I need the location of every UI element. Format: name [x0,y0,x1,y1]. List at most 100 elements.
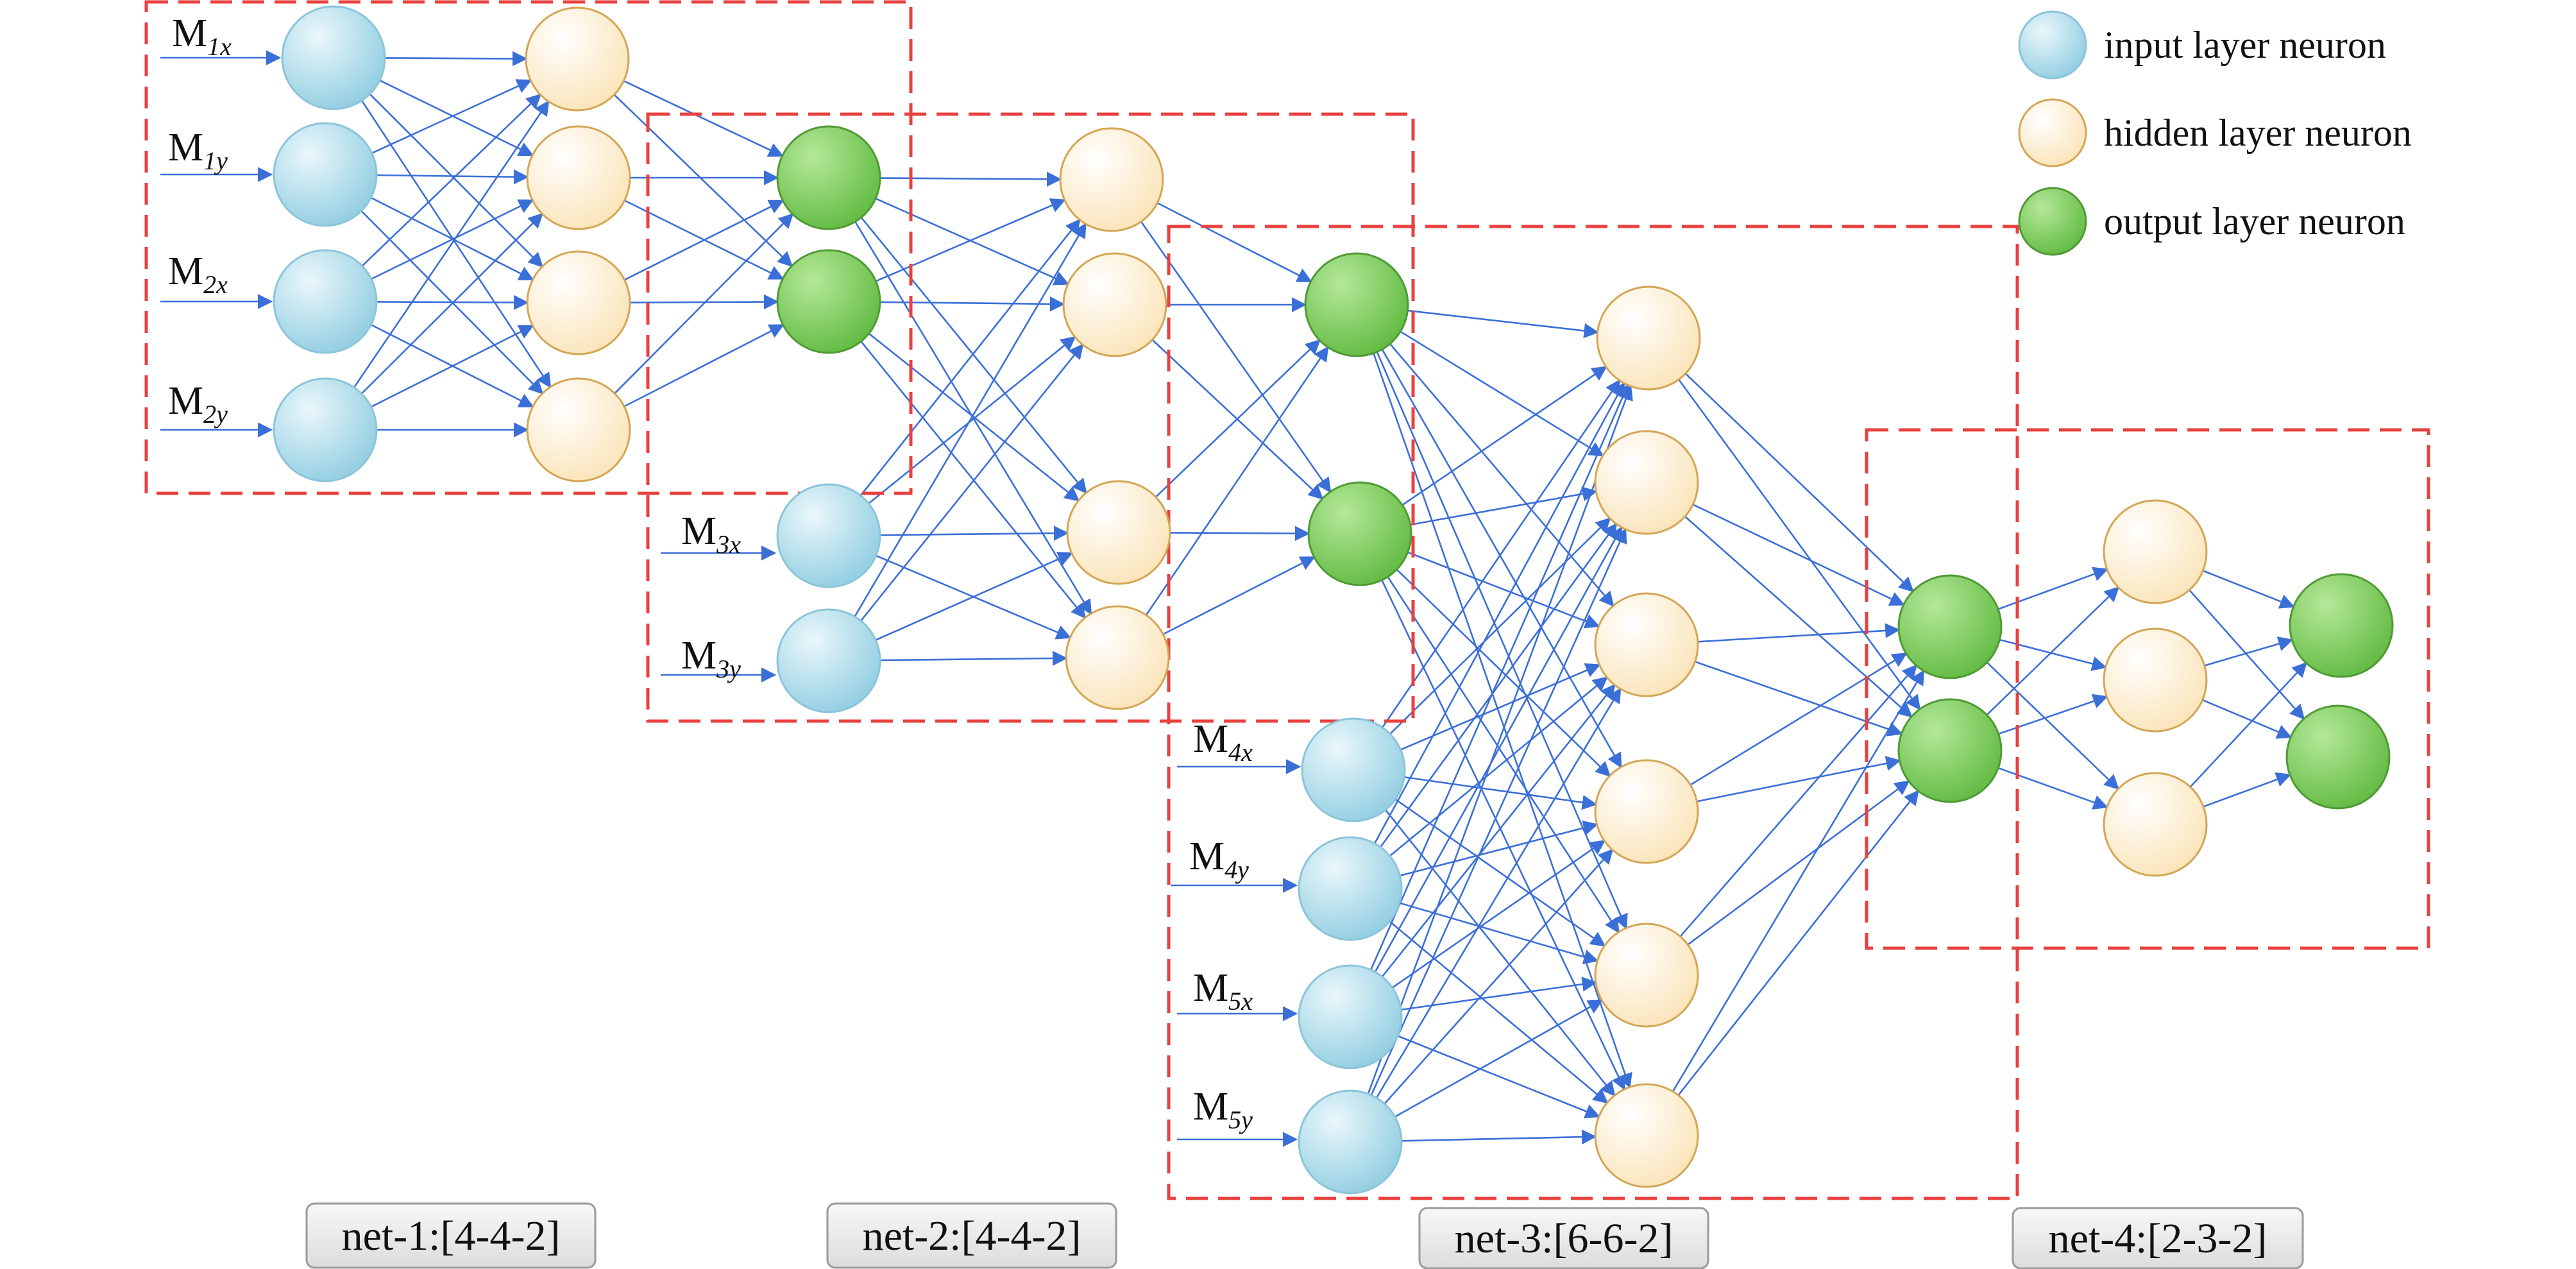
edge-net4-in-hidden [1999,638,2107,671]
edge-net1-in-hidden [376,169,529,185]
net3-hidden-neuron-3 [1594,592,1699,697]
edge-net2-hidden-out [1162,556,1316,635]
net2-output-neuron-2 [1307,481,1412,586]
neurons [273,5,2394,1195]
edge-net4-in-hidden [1997,767,2108,810]
net1-hidden-neuron-1 [525,6,630,112]
net-3-label-text: net-3:[6-6-2] [1455,1215,1674,1262]
net2-hidden-neuron-3 [1066,480,1171,585]
net-2-label: net-2:[4-4-2] [826,1202,1117,1269]
input-label-m5x: M5x [1193,966,1253,1016]
net1-output-neuron-1 [776,125,881,230]
net2-hidden-neuron-1 [1059,127,1164,232]
net1-input-neuron-2 [273,122,378,227]
edge-net3-in-hidden [1370,527,1627,1096]
input-label-m1x: M1x [172,12,232,61]
edge-net4-in-hidden [1998,694,2108,735]
edge-net3-in-hidden [1369,384,1630,971]
net-1-label: net-1:[4-4-2] [305,1202,597,1269]
edge-net1-hidden-out [623,324,784,407]
edge-net3-in-hidden [1407,551,1600,629]
edge-net4-in-hidden [1986,586,2120,716]
edge-net3-in-hidden [1389,676,1609,857]
edge-net4-hidden-out [2189,589,2305,720]
net2-input-neuron-2 [776,608,881,713]
edge-net3-in-hidden [1375,687,1622,1098]
net1-input-neuron-4 [273,377,378,482]
net3-input-neuron-4 [1298,1089,1403,1195]
net-4-label: net-4:[2-3-2] [2012,1207,2304,1269]
edge-net3-hidden-out [1677,789,1919,1096]
edge-net1-in-hidden [360,212,543,395]
net2-hidden-neuron-2 [1062,252,1167,357]
net-3-box [1167,225,2019,1200]
edge-net3-hidden-out [1678,379,1921,711]
edge-net2-in-hidden [879,525,1069,541]
edge-net1-in-hidden [353,100,550,388]
edge-net3-in-hidden [1384,848,1614,1105]
edge-net3-hidden-out [1695,661,1903,737]
edge-net4-hidden-out [2189,661,2307,788]
net-2-box [646,112,1415,723]
net1-output-neuron-2 [776,249,881,354]
edge-net1-in-hidden [379,80,534,157]
edge-net2-in-hidden [860,341,1087,619]
net-1-label-text: net-1:[4-4-2] [342,1213,561,1259]
input-label-m2x: M2x [168,250,228,299]
edge-net1-in-hidden [369,93,544,268]
edge-net3-hidden-out [1672,669,1925,1092]
edge-net3-hidden-out [1687,780,1910,946]
edge-net2-hidden-out [1155,339,1321,498]
edge-net2-in-hidden [875,198,1066,282]
edge-net3-in-hidden [1381,348,1622,769]
edge-net3-in-hidden [1374,525,1623,973]
edge-net2-in-hidden [854,221,1092,615]
net3-hidden-neuron-4 [1594,759,1699,864]
legend-output-swatch [2018,187,2087,256]
net4-hidden-neuron-1 [2103,499,2208,604]
net1-input-neuron-1 [281,5,386,110]
net-3-label: net-3:[6-6-2] [1418,1207,1709,1269]
net3-hidden-neuron-2 [1594,430,1699,535]
net4-hidden-neuron-3 [2103,772,2208,877]
net-4-label-text: net-4:[2-3-2] [2049,1215,2267,1262]
net2-input-neuron-1 [776,483,881,588]
edge-net3-in-hidden [1394,798,1606,947]
edge-net3-in-hidden [1410,486,1598,526]
net2-output-neuron-1 [1304,252,1409,357]
edge-net3-in-hidden [1373,382,1625,844]
edge-net2-in-hidden [875,198,1070,285]
edge-net1-hidden-out [623,80,784,157]
input-label-m1y: M1y [168,126,228,175]
edge-net3-hidden-out [1679,664,1917,937]
edge-net3-in-hidden [1401,976,1598,1011]
net1-hidden-neuron-2 [526,125,631,230]
input-label-m4x: M4x [1193,717,1253,767]
edge-net3-hidden-out [1690,652,1908,786]
legend-hidden-swatch [2018,98,2087,167]
input-label-m4y: M4y [1189,835,1249,884]
edge-net1-in-hidden [370,325,534,408]
edge-net3-in-hidden [1389,343,1614,607]
edge-net1-hidden-out [623,200,784,281]
edge-net3-hidden-out [1692,504,1905,606]
net3-input-neuron-3 [1298,964,1403,1069]
legend-input-swatch [2018,10,2087,80]
edge-net3-in-hidden [1394,1000,1604,1118]
edge-net2-in-hidden [879,651,1068,666]
edge-net2-in-hidden [860,343,1084,622]
edge-net3-in-hidden [1389,921,1609,1104]
net4-hidden-neuron-2 [2103,627,2208,733]
edge-net4-hidden-out [2202,699,2292,739]
edge-net3-in-hidden [1382,379,1621,728]
edge-net2-in-hidden [879,296,1065,312]
net1-input-neuron-3 [273,249,378,354]
net3-output-neuron-1 [1897,574,2003,679]
input-label-m3x: M3x [681,509,741,559]
edge-net2-in-hidden [854,222,1087,617]
edge-net3-in-hidden [1381,683,1616,978]
edge-net3-in-hidden [1385,809,1616,1097]
input-label-m5y: M5y [1193,1085,1253,1134]
edge-net2-hidden-out [1145,346,1329,616]
